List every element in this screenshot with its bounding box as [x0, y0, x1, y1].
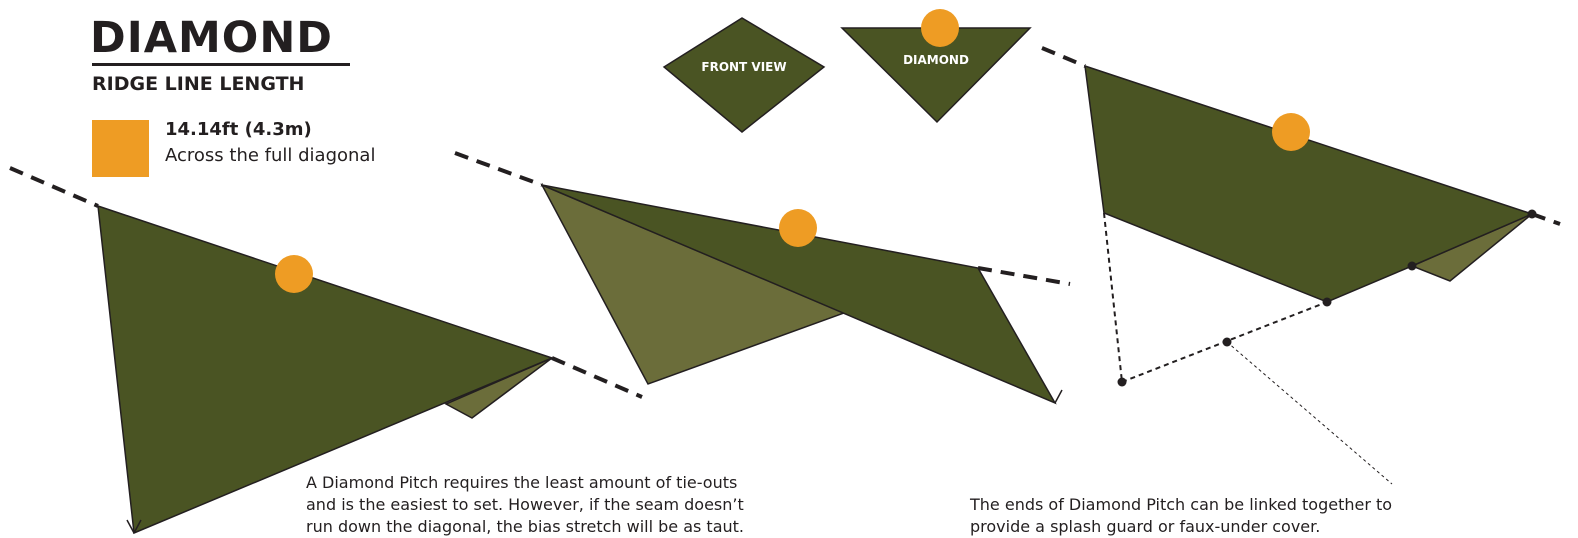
page-subtitle: RIDGE LINE LENGTH — [92, 73, 305, 95]
guy-line-vertical — [1103, 212, 1123, 383]
caption-right: The ends of Diamond Pitch can be linked … — [970, 495, 1393, 536]
ridge-line-right-in — [1041, 46, 1086, 68]
ridge-line-middle-in — [454, 151, 543, 187]
ridge-line-left-out — [551, 356, 643, 399]
ridge-length-value: 14.14ft (4.3m) — [165, 119, 312, 140]
tarp-right-body — [1084, 64, 1535, 303]
title-underline — [92, 63, 350, 66]
ridge-line-right-out — [1531, 212, 1561, 226]
ridge-marker-left — [275, 255, 313, 293]
ridge-marker-right — [1272, 113, 1310, 151]
page-title: DIAMOND — [90, 13, 333, 63]
tie-out-point — [1527, 209, 1537, 219]
front-view-label: FRONT VIEW — [701, 60, 786, 74]
ridge-marker-icon — [921, 9, 959, 47]
ridge-measurement: 14.14ft (4.3m) Across the full diagonal — [165, 117, 375, 169]
front-view-icon: FRONT VIEW — [662, 17, 826, 133]
tie-out-point — [1222, 337, 1232, 347]
tie-out-point — [1322, 297, 1332, 307]
tie-out-point — [1117, 377, 1127, 387]
tarp-middle — [454, 151, 1071, 405]
tarp-left-body — [97, 204, 555, 535]
ridge-marker-middle — [779, 209, 817, 247]
diamond-icon: DIAMOND — [840, 9, 1032, 124]
tarp-left — [9, 166, 643, 535]
pointer-line — [1226, 341, 1393, 485]
diamond-label: DIAMOND — [903, 53, 969, 67]
tie-out-point — [1407, 261, 1417, 271]
ridge-color-swatch — [92, 120, 149, 177]
caption-left: A Diamond Pitch requires the least amoun… — [306, 473, 745, 536]
ridge-line-left-in — [9, 166, 99, 208]
tarp-middle-upper — [541, 184, 1057, 405]
tarp-right — [1041, 46, 1561, 485]
ridge-line-middle-out — [977, 266, 1071, 286]
ridge-length-description: Across the full diagonal — [165, 145, 376, 166]
